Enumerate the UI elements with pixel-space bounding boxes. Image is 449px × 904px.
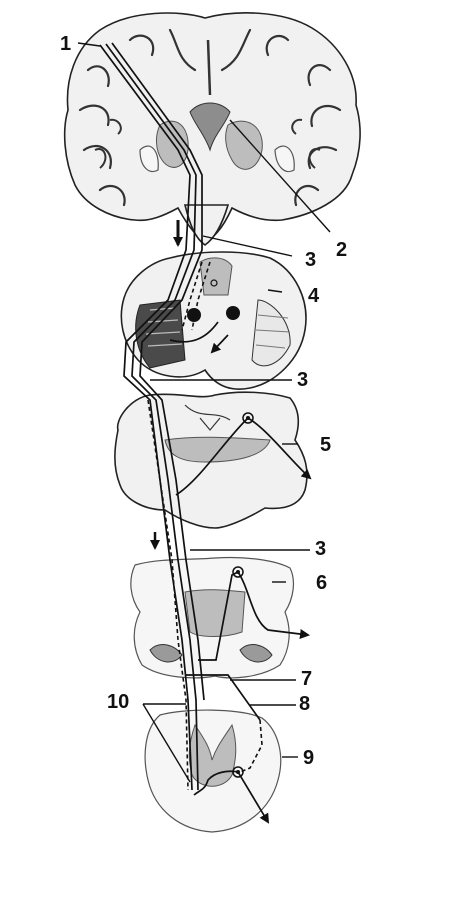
label-10: 10 (107, 691, 129, 713)
labels: 1 2 3 4 3 5 3 6 7 8 9 10 (60, 33, 347, 769)
flow-arrows (150, 220, 183, 550)
label-3-internal-capsule: 3 (305, 249, 316, 271)
label-9: 9 (303, 747, 314, 769)
label-6: 6 (316, 572, 327, 594)
nucleus-dot-left (187, 308, 201, 322)
label-1: 1 (60, 33, 71, 55)
label-2: 2 (336, 239, 347, 261)
cervical-cord-section (130, 556, 295, 679)
pons-section (120, 251, 307, 390)
nucleus-dot-right (226, 306, 240, 320)
label-3-pyramids: 3 (297, 369, 308, 391)
label-8: 8 (299, 693, 310, 715)
descending-tract (99, 42, 312, 824)
label-5: 5 (320, 434, 331, 456)
label-7: 7 (301, 668, 312, 690)
label-4: 4 (308, 285, 320, 307)
leader-lines (77, 42, 331, 783)
label-3-medulla: 3 (315, 538, 326, 560)
